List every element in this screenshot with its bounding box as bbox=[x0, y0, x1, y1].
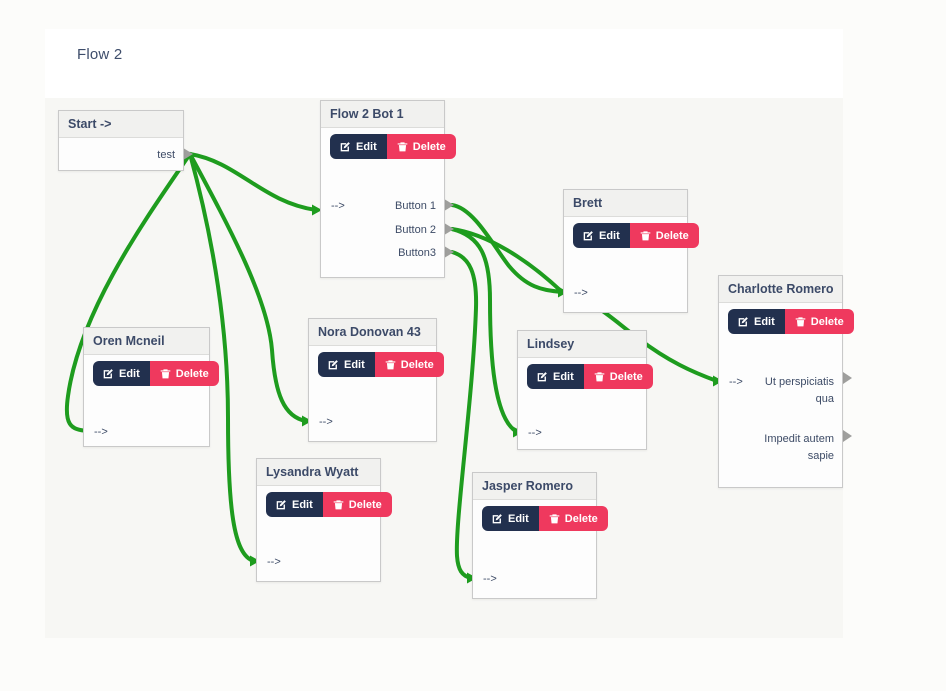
node-brett[interactable]: Brett Edit Delete --> bbox=[563, 189, 699, 313]
delete-button-label: Delete bbox=[175, 367, 209, 380]
edge-start-test-to-lysandra[interactable] bbox=[188, 152, 256, 563]
arrowhead-flow2bot1-input bbox=[312, 204, 322, 216]
node-lindsey-title: Lindsey bbox=[518, 331, 646, 358]
node-start-title: Start -> bbox=[59, 111, 183, 138]
port-label-input: --> bbox=[319, 416, 333, 428]
edit-button[interactable]: Edit bbox=[330, 134, 387, 159]
node-charlotte[interactable]: Charlotte Romero Edit Delete --> Ut pers… bbox=[718, 275, 854, 488]
pencil-icon bbox=[583, 230, 594, 241]
node-lysandra-title: Lysandra Wyatt bbox=[257, 459, 380, 486]
edit-button[interactable]: Edit bbox=[482, 506, 539, 531]
edit-button-label: Edit bbox=[344, 358, 365, 371]
node-flow2bot1[interactable]: Flow 2 Bot 1 Edit Delete --> Button 1 Bu… bbox=[320, 100, 456, 278]
port-start-test-output[interactable] bbox=[184, 148, 193, 160]
node-nora[interactable]: Nora Donovan 43 Edit Delete --> bbox=[308, 318, 444, 442]
node-flow2bot1-title: Flow 2 Bot 1 bbox=[321, 101, 444, 128]
node-nora-title: Nora Donovan 43 bbox=[309, 319, 436, 346]
edit-button-label: Edit bbox=[553, 370, 574, 383]
pencil-icon bbox=[340, 141, 351, 152]
edge-start-test-to-nora[interactable] bbox=[188, 152, 308, 423]
delete-button[interactable]: Delete bbox=[386, 134, 456, 159]
pencil-icon bbox=[738, 316, 749, 327]
delete-button[interactable]: Delete bbox=[538, 506, 608, 531]
node-brett-title: Brett bbox=[564, 190, 687, 217]
delete-button[interactable]: Delete bbox=[149, 361, 219, 386]
node-oren[interactable]: Oren Mcneil Edit Delete --> bbox=[83, 327, 219, 447]
delete-button-label: Delete bbox=[609, 370, 643, 383]
edit-button[interactable]: Edit bbox=[318, 352, 375, 377]
trash-icon bbox=[640, 230, 651, 241]
delete-button-label: Delete bbox=[348, 498, 382, 511]
delete-button-label: Delete bbox=[400, 358, 434, 371]
port-label-message-1: Ut perspiciatis qua bbox=[764, 376, 834, 405]
edit-button-label: Edit bbox=[599, 229, 620, 242]
node-jasper-title: Jasper Romero bbox=[473, 473, 596, 500]
port-button3-output[interactable] bbox=[445, 246, 454, 258]
delete-button[interactable]: Delete bbox=[629, 223, 699, 248]
delete-button-label: Delete bbox=[564, 512, 598, 525]
arrowhead-nora-input bbox=[302, 415, 312, 427]
port-label-test: test bbox=[157, 149, 175, 161]
port-label-button2: Button 2 bbox=[395, 224, 436, 236]
edit-button[interactable]: Edit bbox=[266, 492, 323, 517]
node-lysandra[interactable]: Lysandra Wyatt Edit Delete --> bbox=[256, 458, 392, 582]
delete-button-label: Delete bbox=[655, 229, 689, 242]
delete-button[interactable]: Delete bbox=[322, 492, 392, 517]
arrowhead-lysandra-input bbox=[250, 555, 260, 567]
port-button1-output[interactable] bbox=[445, 199, 454, 211]
pencil-icon bbox=[537, 371, 548, 382]
edit-button-label: Edit bbox=[754, 315, 775, 328]
edit-button[interactable]: Edit bbox=[728, 309, 785, 334]
node-charlotte-title: Charlotte Romero bbox=[719, 276, 842, 303]
port-label-input: --> bbox=[94, 426, 108, 438]
pencil-icon bbox=[276, 499, 287, 510]
node-start[interactable]: Start -> test bbox=[58, 110, 184, 171]
port-label-input: --> bbox=[483, 573, 497, 585]
node-lindsey[interactable]: Lindsey Edit Delete --> bbox=[517, 330, 653, 450]
edge-button3-to-jasper[interactable] bbox=[450, 250, 479, 580]
edit-button-label: Edit bbox=[292, 498, 313, 511]
port-label-message-2: Impedit autem sapie bbox=[764, 433, 834, 462]
port-label-button3: Button3 bbox=[398, 247, 436, 259]
pencil-icon bbox=[328, 359, 339, 370]
edit-button-label: Edit bbox=[119, 367, 140, 380]
edit-button[interactable]: Edit bbox=[93, 361, 150, 386]
edge-start-test-to-flow2bot1[interactable] bbox=[188, 152, 318, 212]
trash-icon bbox=[333, 499, 344, 510]
edit-button-label: Edit bbox=[508, 512, 529, 525]
port-label-input: --> bbox=[267, 556, 281, 568]
delete-button[interactable]: Delete bbox=[374, 352, 444, 377]
trash-icon bbox=[160, 368, 171, 379]
delete-button[interactable]: Delete bbox=[784, 309, 854, 334]
node-oren-title: Oren Mcneil bbox=[84, 328, 209, 355]
edit-button-label: Edit bbox=[356, 140, 377, 153]
node-jasper[interactable]: Jasper Romero Edit Delete --> bbox=[472, 472, 608, 599]
trash-icon bbox=[594, 371, 605, 382]
port-label-input: --> bbox=[574, 287, 588, 299]
edge-start-test-to-oren[interactable] bbox=[64, 152, 192, 433]
page-title: Flow 2 bbox=[77, 46, 123, 63]
trash-icon bbox=[385, 359, 396, 370]
port-label-input: --> bbox=[729, 376, 743, 388]
port-label-button1: Button 1 bbox=[395, 200, 436, 212]
delete-button-label: Delete bbox=[412, 140, 446, 153]
port-charlotte-output-1[interactable] bbox=[843, 372, 852, 384]
port-button2-output[interactable] bbox=[445, 223, 454, 235]
port-charlotte-output-2[interactable] bbox=[843, 430, 852, 442]
pencil-icon bbox=[492, 513, 503, 524]
trash-icon bbox=[397, 141, 408, 152]
port-label-input: --> bbox=[528, 427, 542, 439]
edit-button[interactable]: Edit bbox=[527, 364, 584, 389]
edit-button[interactable]: Edit bbox=[573, 223, 630, 248]
pencil-icon bbox=[103, 368, 114, 379]
delete-button[interactable]: Delete bbox=[583, 364, 653, 389]
trash-icon bbox=[795, 316, 806, 327]
port-label-input: --> bbox=[331, 200, 345, 212]
trash-icon bbox=[549, 513, 560, 524]
edge-button2-to-lindsey[interactable] bbox=[450, 227, 519, 434]
delete-button-label: Delete bbox=[810, 315, 844, 328]
